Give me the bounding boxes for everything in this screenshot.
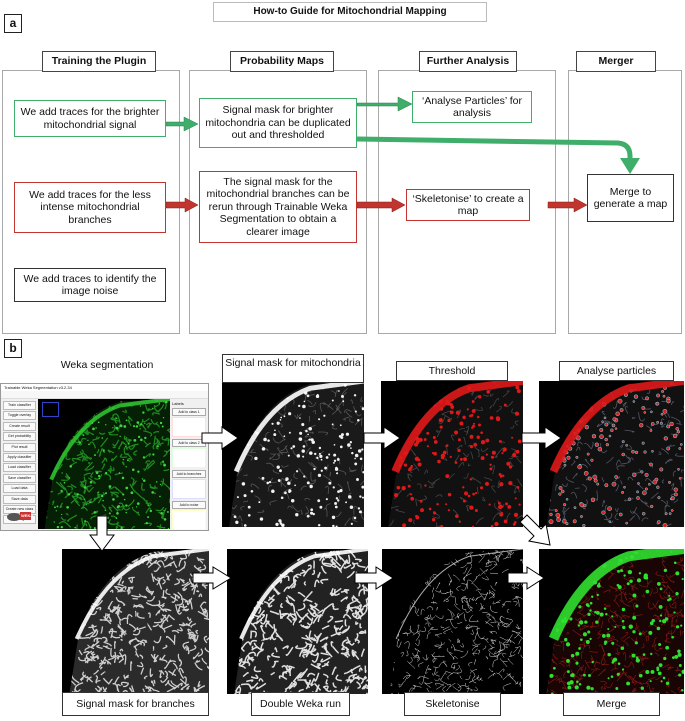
weka-class-trace-list (172, 510, 206, 530)
label-skeletonise: Skeletonise (404, 692, 501, 716)
weka-button-load-data[interactable]: Load data (3, 484, 36, 494)
label-double-weka: Double Weka run (251, 692, 350, 716)
column-header-merger: Merger (576, 51, 656, 72)
weka-class-button-1[interactable]: Add to class 1 (172, 408, 206, 416)
weka-button-save-classifier[interactable]: Save classifier (3, 473, 36, 483)
image-signal-mask-mitochondria (222, 381, 364, 527)
weka-button-plot-result[interactable]: Plot result (3, 442, 36, 452)
weka-image (44, 399, 170, 529)
label-signal-mask-mitochondria: Signal mask for mitochondria (222, 354, 364, 383)
image-merge (539, 549, 684, 694)
weka-window: Trainable Weka Segmentation v3.2.34 Trai… (0, 383, 209, 531)
weka-button-create-result[interactable]: Create result (3, 421, 36, 431)
column-header-training: Training the Plugin (42, 51, 156, 72)
box-training-bright: We add traces for the brighter mitochond… (14, 100, 166, 137)
weka-button-create-new-class[interactable]: Create new class (3, 504, 36, 514)
weka-window-title: Trainable Weka Segmentation v3.2.34 (1, 384, 208, 391)
weka-logo: WEKA (5, 509, 34, 523)
box-probability-bright: Signal mask for brighter mitochondria ca… (199, 98, 357, 148)
weka-class-button-4[interactable]: Add to noise (172, 501, 206, 509)
column-header-analysis: Further Analysis (419, 51, 517, 72)
weka-logo-text: WEKA (21, 513, 34, 518)
label-weka-segmentation: Weka segmentation (52, 355, 162, 375)
weka-class-trace-list (172, 417, 206, 437)
weka-button-save-data[interactable]: Save data (3, 494, 36, 504)
weka-button-toggle-overlay[interactable]: Toggle overlay (3, 411, 36, 421)
weka-class-trace-list (172, 448, 206, 468)
weka-class-buttons: Add to class 1 Add to class 2 Add to branc… (172, 408, 206, 530)
box-probability-branches: The signal mask for the mitochondrial br… (199, 171, 357, 243)
weka-button-train-classifier[interactable]: Train classifier (3, 401, 36, 410)
weka-info-bar (1, 391, 208, 399)
label-threshold: Threshold (396, 361, 508, 381)
box-merge: Merge to generate a map (587, 174, 674, 222)
label-analyse-particles: Analyse particles (559, 361, 674, 381)
weka-roi-box (42, 402, 59, 417)
column-header-probability: Probability Maps (230, 51, 334, 72)
image-skeletonise (382, 549, 523, 694)
diagram-title: How-to Guide for Mitochondrial Mapping (213, 2, 487, 22)
weka-button-load-classifier[interactable]: Load classifier (3, 463, 36, 473)
weka-class-button-3[interactable]: Add to branches (172, 470, 206, 478)
image-signal-mask-branches (62, 549, 209, 694)
box-skeletonise: ‘Skeletonise’ to create a map (406, 189, 530, 221)
weka-image-canvas[interactable] (38, 399, 170, 529)
label-signal-mask-branches: Signal mask for branches (62, 692, 209, 716)
image-double-weka (227, 549, 368, 694)
weka-button-get-probability[interactable]: Get probability (3, 432, 36, 442)
label-merge: Merge (563, 692, 660, 716)
weka-labels-heading: Labels (172, 401, 184, 406)
box-training-less-intense: We add traces for the less intense mitoc… (14, 182, 166, 233)
weka-class-trace-list (172, 479, 206, 499)
weka-class-button-2[interactable]: Add to class 2 (172, 439, 206, 447)
box-analyse-particles: ‘Analyse Particles’ for analysis (412, 91, 532, 123)
image-threshold (381, 381, 523, 527)
panel-b-letter: b (4, 339, 22, 358)
image-analyse-particles (539, 381, 684, 527)
weka-button-apply-classifier[interactable]: Apply classifier (3, 452, 36, 462)
panel-a-letter: a (4, 14, 22, 33)
box-training-noise: We add traces to identify the image nois… (14, 268, 166, 302)
